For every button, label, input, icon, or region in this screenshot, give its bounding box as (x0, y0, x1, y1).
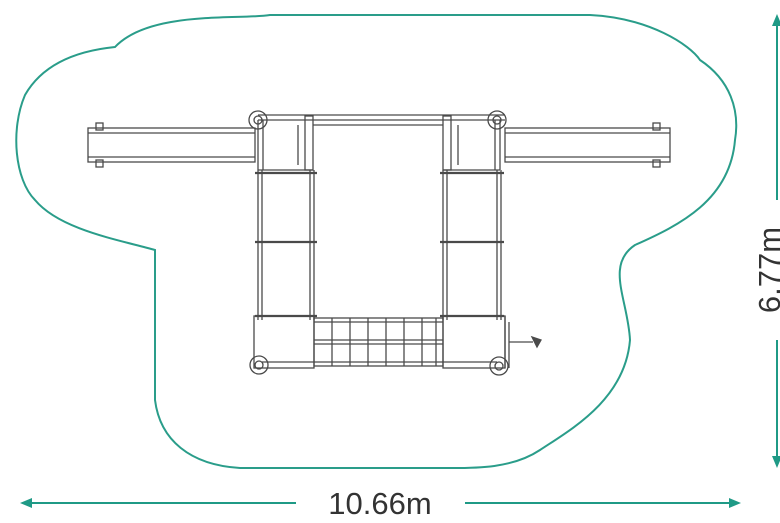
left-slide (87, 122, 256, 168)
play-structure (87, 110, 671, 376)
arrow-left-icon (20, 498, 32, 508)
bottom-platforms (253, 315, 510, 369)
corner-post-bottom-left (249, 355, 269, 375)
left-platform (257, 120, 313, 171)
corner-post-top-left (248, 110, 268, 130)
top-bridge (258, 114, 505, 171)
arrow-right-icon (729, 498, 741, 508)
right-climbing-net (440, 170, 504, 320)
right-slide (504, 122, 671, 168)
width-dimension-label: 10.66m (328, 486, 431, 521)
corner-post-bottom-right (489, 356, 509, 376)
steering-wheel-accessory (509, 335, 542, 349)
arrow-up-icon (772, 14, 780, 26)
bottom-rope-bridge (313, 317, 444, 367)
left-climbing-net (255, 170, 317, 320)
width-dimension: 10.66m (20, 486, 741, 521)
depth-dimension: 6.77m (752, 14, 780, 468)
depth-dimension-label: 6.77m (752, 227, 780, 313)
safety-zone-outline (15, 14, 738, 470)
arrow-down-icon (772, 456, 780, 468)
corner-post-top-right (487, 110, 507, 130)
